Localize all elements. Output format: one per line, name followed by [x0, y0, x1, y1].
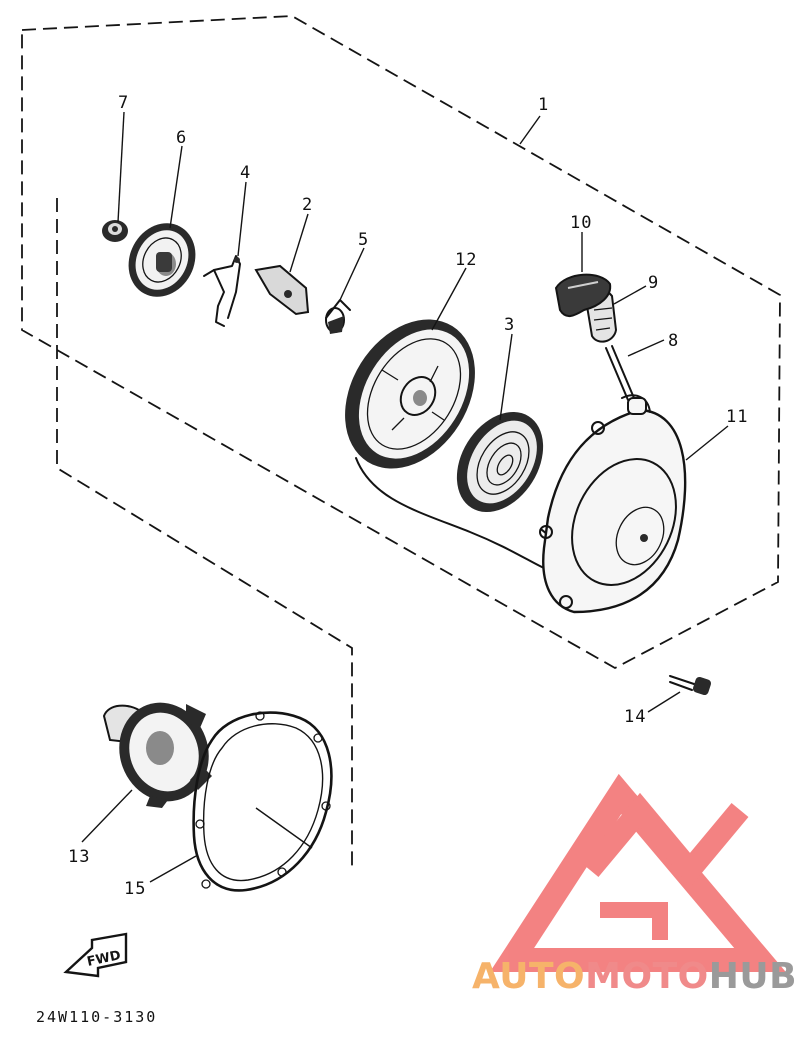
callout-15: 15: [124, 879, 146, 899]
part-6-drive-plate: [128, 223, 196, 297]
callout-5: 5: [358, 230, 369, 250]
callout-2: 2: [302, 195, 313, 215]
callout-9: 9: [648, 273, 659, 293]
callout-1: 1: [538, 95, 549, 115]
part-7-nut: [102, 220, 128, 242]
part-10-handle: [554, 273, 612, 317]
callout-12: 12: [455, 250, 477, 270]
watermark-moto: MOTO: [585, 956, 709, 997]
callout-8: 8: [668, 331, 679, 351]
fwd-label: FWD: [86, 948, 123, 970]
part-4-spring: [203, 255, 241, 327]
callout-3: 3: [504, 315, 515, 335]
watermark-auto: AUTO: [472, 956, 585, 997]
callout-13: 13: [68, 847, 90, 867]
callout-6: 6: [176, 128, 187, 148]
part-5-clip: [325, 299, 351, 334]
callout-4: 4: [240, 163, 251, 183]
fwd-arrow: FWD: [63, 932, 128, 978]
watermark-hub: HUB: [709, 956, 797, 997]
part-11-starter-case: [539, 394, 687, 614]
callout-7: 7: [118, 93, 129, 113]
drawing-code: 24W110-3130: [36, 1008, 157, 1026]
callout-11: 11: [726, 407, 748, 427]
part-15-gasket: [192, 711, 333, 892]
watermark-text: AUTOMOTOHUB: [472, 956, 797, 997]
part-8-rope-section: [605, 345, 635, 401]
leader-lines: [81, 111, 729, 883]
callout-14: 14: [624, 707, 646, 727]
assembly-13-boundary: [56, 198, 353, 868]
callout-10: 10: [570, 213, 592, 233]
assembly-1-boundary: [21, 15, 781, 670]
part-2-pawl: [254, 264, 310, 316]
part-14-bolt: [669, 675, 712, 696]
part-3-recoil-spring: [456, 411, 544, 513]
part-13-starter-cup: [102, 702, 212, 808]
part-12-pulley: [345, 319, 475, 469]
automotohub-logo-mark: [489, 773, 786, 972]
